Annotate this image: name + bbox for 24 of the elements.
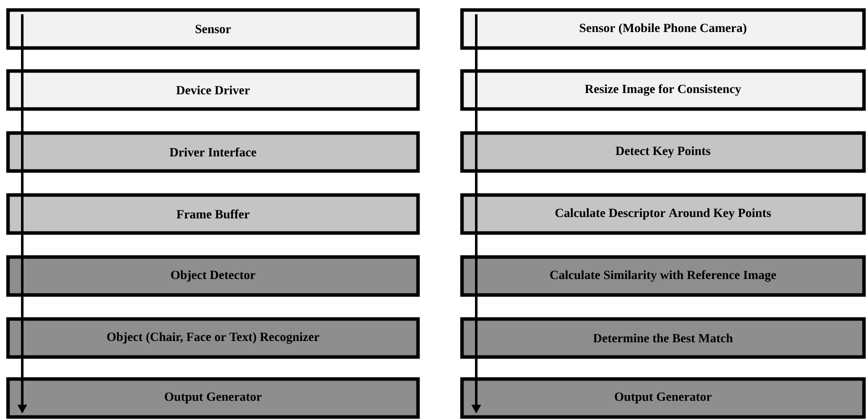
process-box: Device Driver bbox=[6, 69, 420, 111]
process-box: Determine the Best Match bbox=[460, 317, 866, 359]
process-box: Object (Chair, Face or Text) Recognizer bbox=[6, 317, 420, 359]
process-box: Output Generator bbox=[6, 377, 420, 419]
connector-line bbox=[21, 172, 24, 235]
connector-line bbox=[475, 234, 478, 297]
connector-line bbox=[21, 110, 24, 173]
connector-line bbox=[475, 296, 478, 359]
connector-line bbox=[21, 296, 24, 359]
process-box: Sensor (Mobile Phone Camera) bbox=[460, 8, 866, 50]
process-box: Detect Key Points bbox=[460, 131, 866, 173]
process-box: Frame Buffer bbox=[6, 193, 420, 235]
connector-line bbox=[21, 14, 24, 111]
connector-line bbox=[21, 234, 24, 297]
process-box: Driver Interface bbox=[6, 131, 420, 173]
process-box: Resize Image for Consistency bbox=[460, 69, 866, 111]
process-box: Object Detector bbox=[6, 255, 420, 297]
process-box: Calculate Similarity with Reference Image bbox=[460, 255, 866, 297]
connector-line bbox=[475, 14, 478, 111]
process-box: Sensor bbox=[6, 8, 420, 50]
connector-line bbox=[475, 110, 478, 173]
process-box: Calculate Descriptor Around Key Points bbox=[460, 193, 866, 235]
connector-line bbox=[475, 172, 478, 235]
process-box: Output Generator bbox=[460, 377, 866, 419]
